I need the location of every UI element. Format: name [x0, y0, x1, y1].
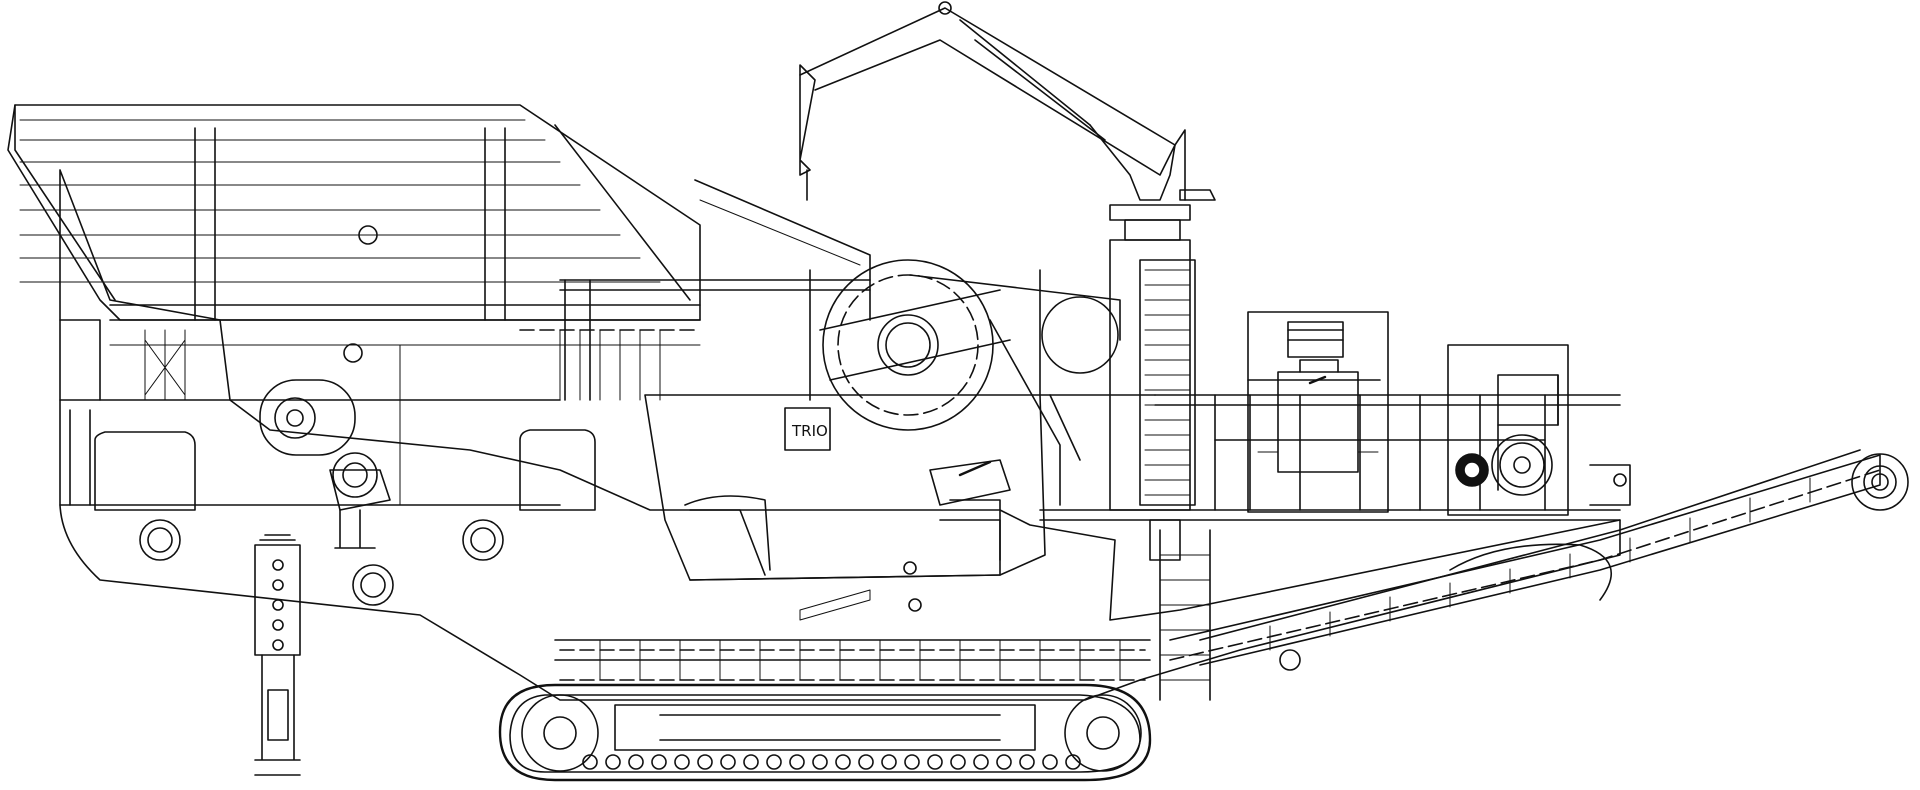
track-bolt [881, 754, 897, 770]
track-bolt [789, 754, 805, 770]
flange-bolts [139, 519, 504, 606]
track-bolt [1019, 754, 1035, 770]
track-bolt [858, 754, 874, 770]
track-bolt [720, 754, 736, 770]
track-bolt [1065, 754, 1081, 770]
track-bolt [766, 754, 782, 770]
track-bolt-row [582, 754, 1081, 770]
feeder-pulley [259, 379, 391, 549]
track-bolt [973, 754, 989, 770]
track-bolt [674, 754, 690, 770]
jaw-crusher: TRIO [644, 394, 1046, 621]
track-bolt [904, 754, 920, 770]
motor-cabinet [1447, 344, 1631, 516]
feed-hopper [7, 104, 871, 363]
feeder-grizzly [109, 304, 701, 506]
flywheel [819, 259, 1121, 506]
discharge-conveyor [1169, 449, 1909, 671]
brand-label: TRIO [791, 422, 828, 440]
support-leg [254, 534, 301, 776]
track-bolt [835, 754, 851, 770]
track-bolt [651, 754, 667, 770]
track-bolt [812, 754, 828, 770]
track-bolt [605, 754, 621, 770]
crane-arm [799, 1, 1216, 241]
elevator-column [1109, 239, 1196, 561]
track-bolt [1042, 754, 1058, 770]
track-bolt [950, 754, 966, 770]
track-bolt [628, 754, 644, 770]
track-bolt [743, 754, 759, 770]
engine-pack [1247, 311, 1389, 513]
return-rollers [554, 639, 1151, 681]
track-bolt [996, 754, 1012, 770]
handrails [559, 269, 1621, 701]
track-bolt [697, 754, 713, 770]
track-bolt [927, 754, 943, 770]
crawler-track [498, 683, 1152, 782]
track-bolt [582, 754, 598, 770]
